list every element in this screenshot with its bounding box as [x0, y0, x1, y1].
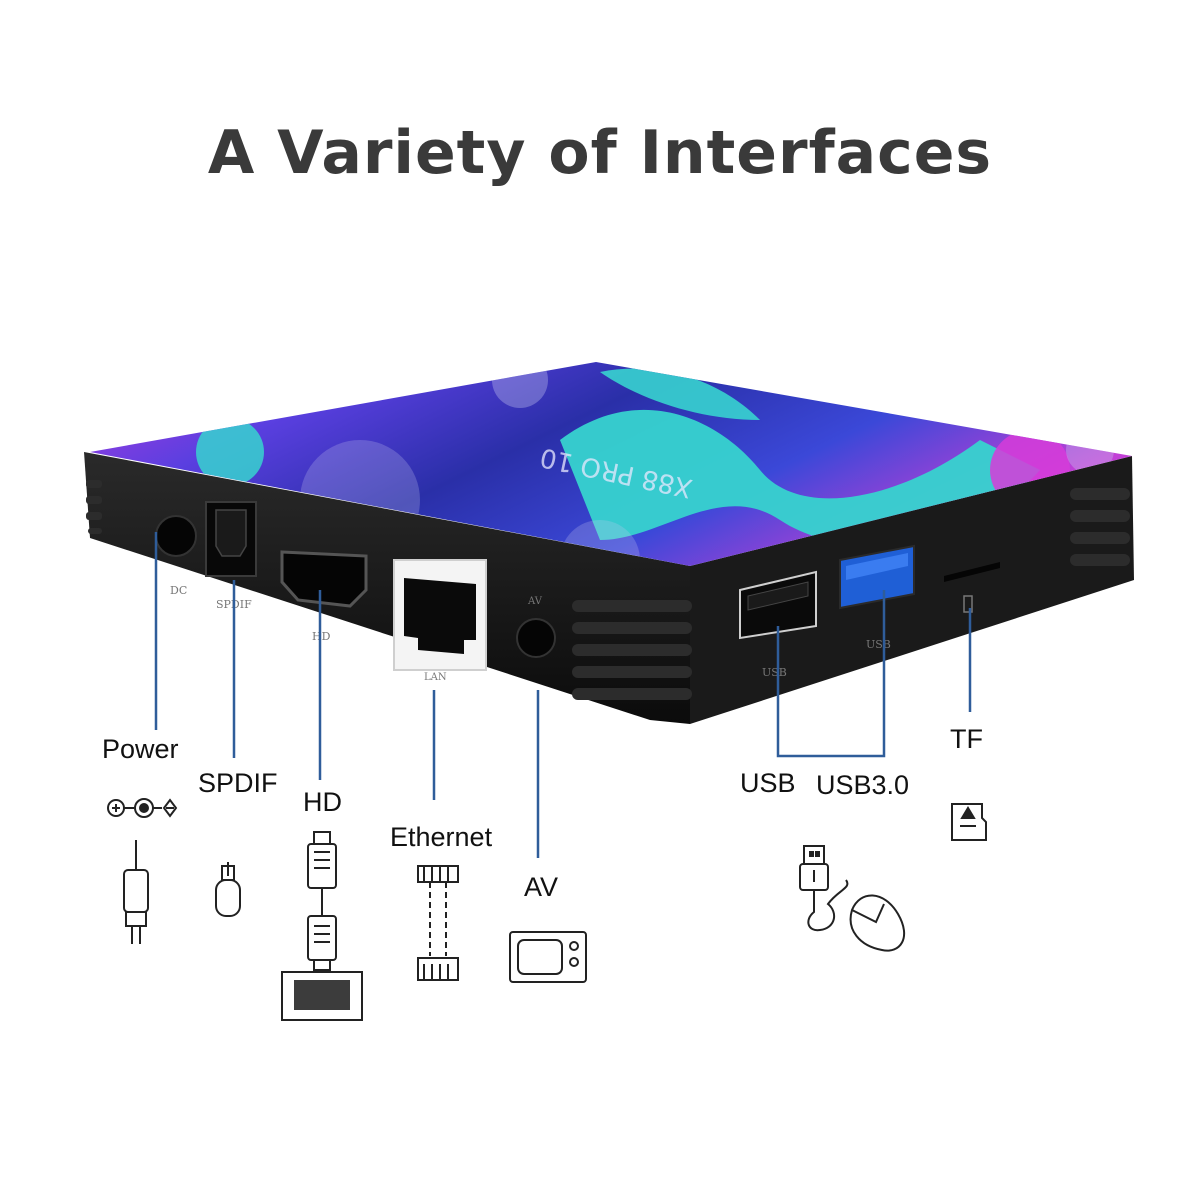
- label-av: AV: [524, 872, 559, 902]
- hdmi-cable-icon: [307, 831, 337, 971]
- usb3-caption: USB: [866, 638, 891, 651]
- label-power: Power: [102, 734, 179, 764]
- hd-port: [280, 550, 368, 608]
- av-port: [516, 618, 556, 658]
- usb-drive-icon: [799, 845, 849, 932]
- headline: A Variety of Interfaces: [207, 118, 993, 188]
- av-caption: AV: [527, 596, 543, 607]
- optical-cable-icon: [215, 862, 241, 917]
- label-ethernet: Ethernet: [390, 822, 493, 852]
- monitor-icon: [281, 971, 363, 1021]
- lan-caption: LAN: [424, 672, 447, 683]
- vents-left: [86, 480, 102, 534]
- power-plug-icon: [107, 798, 178, 944]
- dc-port: [155, 515, 197, 557]
- dc-caption: DC: [170, 584, 187, 597]
- vents-middle: [572, 600, 692, 700]
- label-spdif: SPDIF: [198, 768, 278, 798]
- label-hd: HD: [303, 787, 342, 817]
- tv-icon: [509, 931, 587, 983]
- sd-card-icon: [951, 803, 987, 841]
- label-usb3: USB3.0: [816, 770, 910, 800]
- leader-lines: [154, 532, 972, 858]
- hd-caption: HD: [312, 630, 331, 643]
- device-box: X88 PRO 10: [84, 362, 1134, 724]
- vents-right: [1070, 488, 1130, 566]
- mouse-icon: [849, 894, 906, 952]
- label-tf: TF: [950, 724, 983, 754]
- ethernet-cable-icon: [417, 865, 459, 981]
- tf-slot: [944, 562, 1000, 582]
- label-usb: USB: [740, 768, 796, 798]
- usb-caption: USB: [762, 666, 787, 679]
